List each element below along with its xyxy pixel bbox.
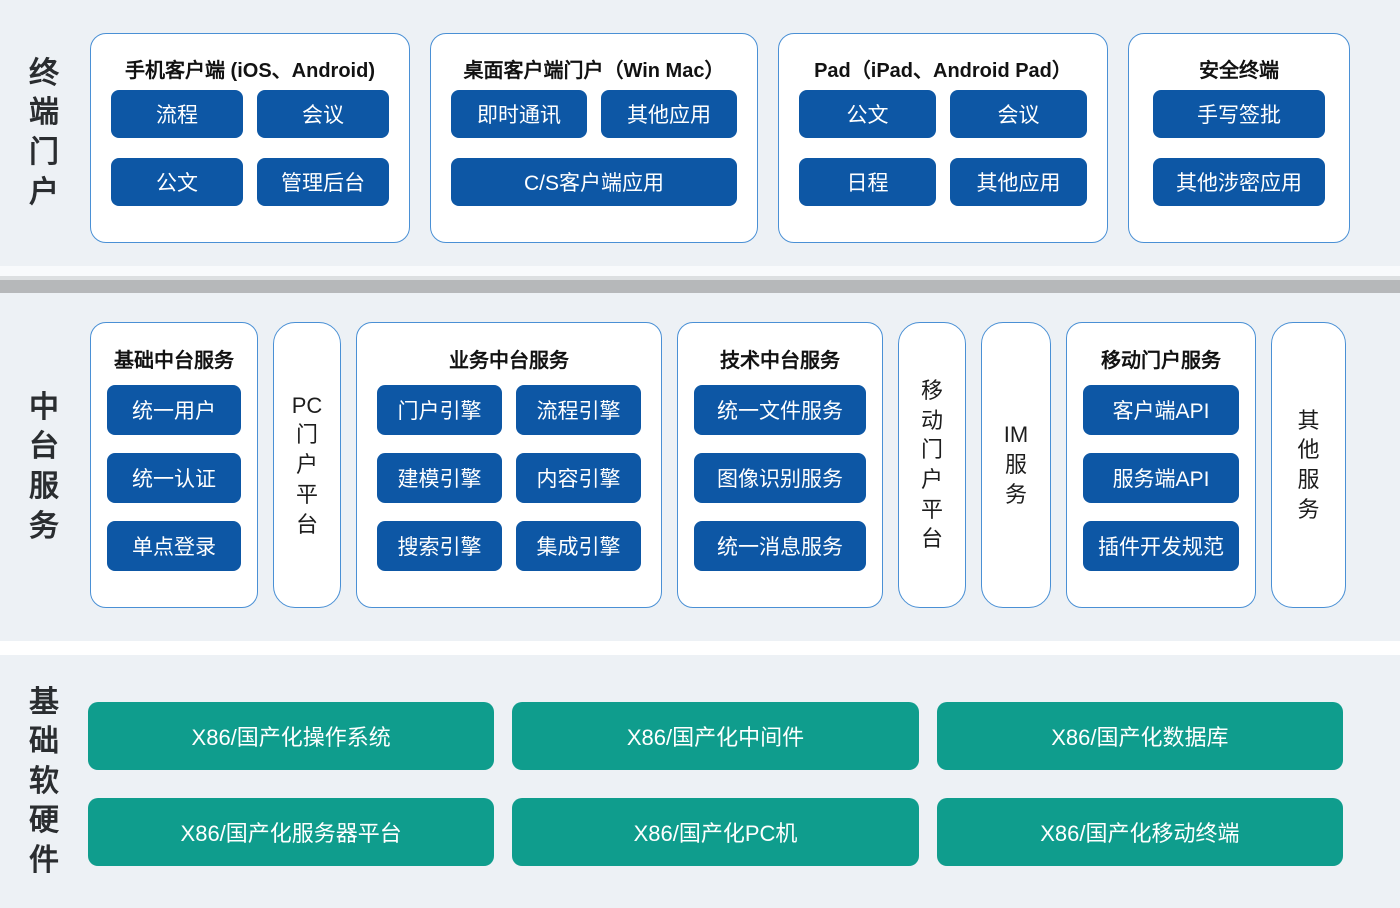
pillar-mobile-portal-platform-text: 移动门户平台	[920, 377, 943, 552]
base-item-middleware: X86/国产化中间件	[512, 702, 919, 770]
base-buttons-grid: X86/国产化操作系统 X86/国产化中间件 X86/国产化数据库 X86/国产…	[88, 655, 1400, 908]
card-mobile-portal-services: 移动门户服务 客户端API 服务端API 插件开发规范	[1066, 322, 1256, 608]
pillar-other-services: 其他服务	[1271, 322, 1346, 608]
card-desktop-portal-title: 桌面客户端门户（Win Mac）	[463, 59, 725, 82]
pillar-mobile-portal-platform: 移动门户平台	[898, 322, 966, 608]
chip-meeting-pad: 会议	[950, 90, 1087, 138]
card-pad-title: Pad（iPad、Android Pad）	[814, 59, 1072, 82]
chip-modeling-engine: 建模引擎	[377, 453, 502, 503]
card-secure-terminal-title: 安全终端	[1199, 59, 1279, 82]
chip-unified-message-service: 统一消息服务	[694, 521, 866, 571]
chip-client-api: 客户端API	[1083, 385, 1239, 435]
card-mobile-client: 手机客户端 (iOS、Android) 流程 会议 公文 管理后台	[90, 33, 410, 243]
layer-base-label: 基础软硬件	[0, 655, 88, 908]
chip-admin-backend: 管理后台	[257, 158, 389, 206]
base-item-os: X86/国产化操作系统	[88, 702, 495, 770]
layer-middle-platform-label: 中台服务	[0, 293, 88, 641]
card-tech-platform-services: 技术中台服务 统一文件服务 图像识别服务 统一消息服务	[677, 322, 883, 608]
layer-terminal-portal-label: 终端门户	[0, 0, 88, 266]
layer-divider-top-light	[0, 276, 1400, 280]
chip-meeting: 会议	[257, 90, 389, 138]
base-item-server-platform: X86/国产化服务器平台	[88, 798, 495, 866]
card-secure-terminal: 安全终端 手写签批 其他涉密应用	[1128, 33, 1350, 243]
card-business-platform-grid: 门户引擎 流程引擎 建模引擎 内容引擎 搜索引擎 集成引擎	[377, 385, 641, 571]
card-pad-grid: 公文 会议 日程 其他应用	[799, 90, 1087, 206]
terminal-cards-row: 手机客户端 (iOS、Android) 流程 会议 公文 管理后台 桌面客户端门…	[88, 0, 1400, 266]
base-item-mobile-terminal: X86/国产化移动终端	[936, 798, 1343, 866]
chip-instant-messaging: 即时通讯	[451, 90, 587, 138]
layer-middle-platform-label-text: 中台服务	[29, 390, 59, 543]
chip-process: 流程	[111, 90, 243, 138]
chip-process-engine: 流程引擎	[516, 385, 641, 435]
layer-base-software-hardware: 基础软硬件 X86/国产化操作系统 X86/国产化中间件 X86/国产化数据库 …	[0, 655, 1400, 908]
card-desktop-portal: 桌面客户端门户（Win Mac） 即时通讯 其他应用 C/S客户端应用	[430, 33, 758, 243]
chip-image-recognition-service: 图像识别服务	[694, 453, 866, 503]
layer-divider-top-gray-bar	[0, 280, 1400, 293]
card-mobile-portal-services-col: 客户端API 服务端API 插件开发规范	[1083, 385, 1239, 571]
chip-cs-client-apps: C/S客户端应用	[451, 158, 737, 206]
chip-portal-engine: 门户引擎	[377, 385, 502, 435]
layer-divider-bottom-white	[0, 641, 1400, 655]
chip-plugin-dev-spec: 插件开发规范	[1083, 521, 1239, 571]
base-item-pc: X86/国产化PC机	[512, 798, 919, 866]
chip-content-engine: 内容引擎	[516, 453, 641, 503]
layer-terminal-portal-label-text: 终端门户	[29, 56, 59, 209]
chip-other-classified-apps: 其他涉密应用	[1153, 158, 1325, 206]
layer-divider-top-white	[0, 266, 1400, 276]
card-desktop-portal-grid: 即时通讯 其他应用 C/S客户端应用	[451, 90, 737, 206]
chip-official-doc-pad: 公文	[799, 90, 936, 138]
card-business-platform-title: 业务中台服务	[449, 349, 569, 372]
card-business-platform-services: 业务中台服务 门户引擎 流程引擎 建模引擎 内容引擎 搜索引擎 集成引擎	[356, 322, 662, 608]
chip-unified-user: 统一用户	[107, 385, 241, 435]
chip-integration-engine: 集成引擎	[516, 521, 641, 571]
chip-schedule: 日程	[799, 158, 936, 206]
chip-official-doc: 公文	[111, 158, 243, 206]
chip-server-api: 服务端API	[1083, 453, 1239, 503]
chip-single-sign-on: 单点登录	[107, 521, 241, 571]
card-secure-terminal-col: 手写签批 其他涉密应用	[1149, 90, 1329, 206]
card-mobile-client-title: 手机客户端 (iOS、Android)	[125, 59, 375, 82]
card-basic-platform-services: 基础中台服务 统一用户 统一认证 单点登录	[90, 322, 258, 608]
card-basic-platform-col: 统一用户 统一认证 单点登录	[107, 385, 241, 571]
card-pad: Pad（iPad、Android Pad） 公文 会议 日程 其他应用	[778, 33, 1108, 243]
layer-base-label-text: 基础软硬件	[29, 685, 59, 877]
chip-unified-auth: 统一认证	[107, 453, 241, 503]
card-tech-platform-col: 统一文件服务 图像识别服务 统一消息服务	[694, 385, 866, 571]
pillar-other-services-text: 其他服务	[1297, 407, 1320, 522]
chip-unified-file-service: 统一文件服务	[694, 385, 866, 435]
card-tech-platform-title: 技术中台服务	[720, 349, 840, 372]
chip-handwritten-sign: 手写签批	[1153, 90, 1325, 138]
card-mobile-client-grid: 流程 会议 公文 管理后台	[111, 90, 389, 206]
chip-other-apps-desktop: 其他应用	[601, 90, 737, 138]
chip-other-apps-pad: 其他应用	[950, 158, 1087, 206]
chip-search-engine: 搜索引擎	[377, 521, 502, 571]
card-mobile-portal-services-title: 移动门户服务	[1101, 349, 1221, 372]
layer-terminal-portal: 终端门户 手机客户端 (iOS、Android) 流程 会议 公文 管理后台 桌…	[0, 0, 1400, 266]
card-basic-platform-title: 基础中台服务	[114, 349, 234, 372]
base-item-database: X86/国产化数据库	[936, 702, 1343, 770]
